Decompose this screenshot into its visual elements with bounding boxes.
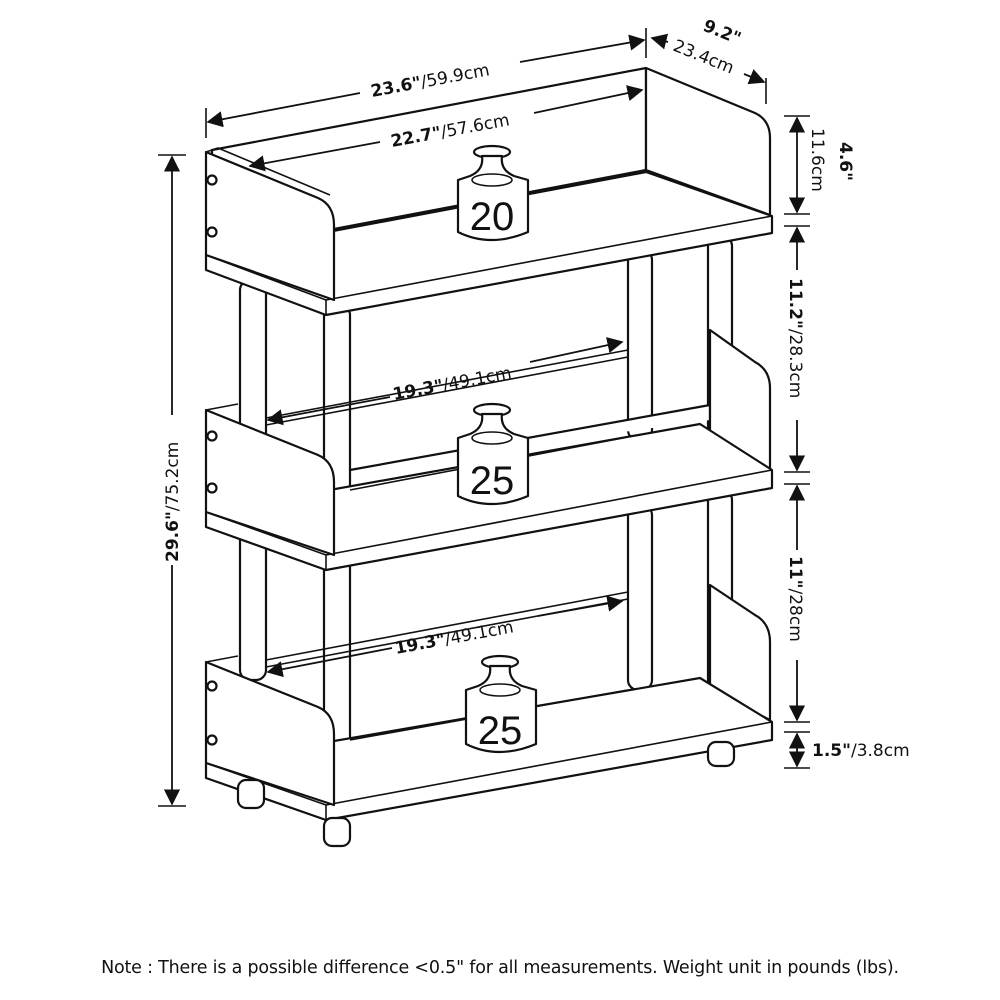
measurement-note: Note : There is a possible difference <0… (101, 958, 899, 978)
dim-lower-spacing: 11"/28cm (784, 483, 810, 723)
lower-spacing-metric: /28cm (785, 589, 805, 642)
foot-height-imperial: 1.5" (812, 741, 851, 761)
top-rail-metric: 11.6cm (807, 128, 827, 192)
weight-bottom: 25 (464, 654, 538, 754)
middle-width-metric: /49.1cm (441, 363, 513, 395)
svg-text:19.3"/49.1cm: 19.3"/49.1cm (391, 363, 513, 405)
weight-middle-label: 25 (470, 459, 515, 503)
dim-foot-height: 1.5"/3.8cm (784, 731, 910, 769)
foot-height-metric: /3.8cm (851, 741, 910, 761)
overall-width-imperial: 23.6" (369, 73, 423, 102)
weight-top-label: 20 (470, 195, 515, 239)
top-shelf (204, 66, 774, 317)
overall-height-imperial: 29.6" (163, 511, 183, 562)
middle-width-imperial: 19.3" (391, 376, 445, 405)
upper-spacing-imperial: 11.2" (785, 278, 805, 329)
bottom-width-metric: /49.1cm (443, 617, 515, 649)
overall-width-metric: /59.9cm (419, 60, 491, 92)
upper-spacing-metric: /28.3cm (785, 329, 805, 399)
weight-middle: 25 (456, 402, 530, 506)
dim-bottom-shelf-width: 19.3"/49.1cm (266, 595, 624, 678)
svg-text:23.6"/59.9cm: 23.6"/59.9cm (369, 60, 491, 102)
dim-upper-spacing: 11.2"/28.3cm (784, 225, 810, 473)
dim-top-rail-height: 11.6cm 4.6" (784, 115, 855, 215)
weight-bottom-label: 25 (478, 709, 523, 753)
lower-spacing-imperial: 11" (785, 556, 805, 589)
svg-text:11.2"/28.3cm: 11.2"/28.3cm (785, 278, 805, 398)
svg-text:1.5"/3.8cm: 1.5"/3.8cm (812, 741, 910, 761)
svg-text:29.6"/75.2cm: 29.6"/75.2cm (163, 442, 183, 562)
overall-height-metric: /75.2cm (163, 442, 183, 512)
svg-text:19.3"/49.1cm: 19.3"/49.1cm (393, 617, 515, 659)
top-rail-imperial: 4.6" (835, 142, 855, 181)
svg-text:11"/28cm: 11"/28cm (785, 556, 805, 642)
weight-top: 20 (456, 144, 530, 242)
dim-overall-height: 29.6"/75.2cm (158, 154, 186, 807)
depth-imperial: 9.2" (700, 16, 744, 49)
